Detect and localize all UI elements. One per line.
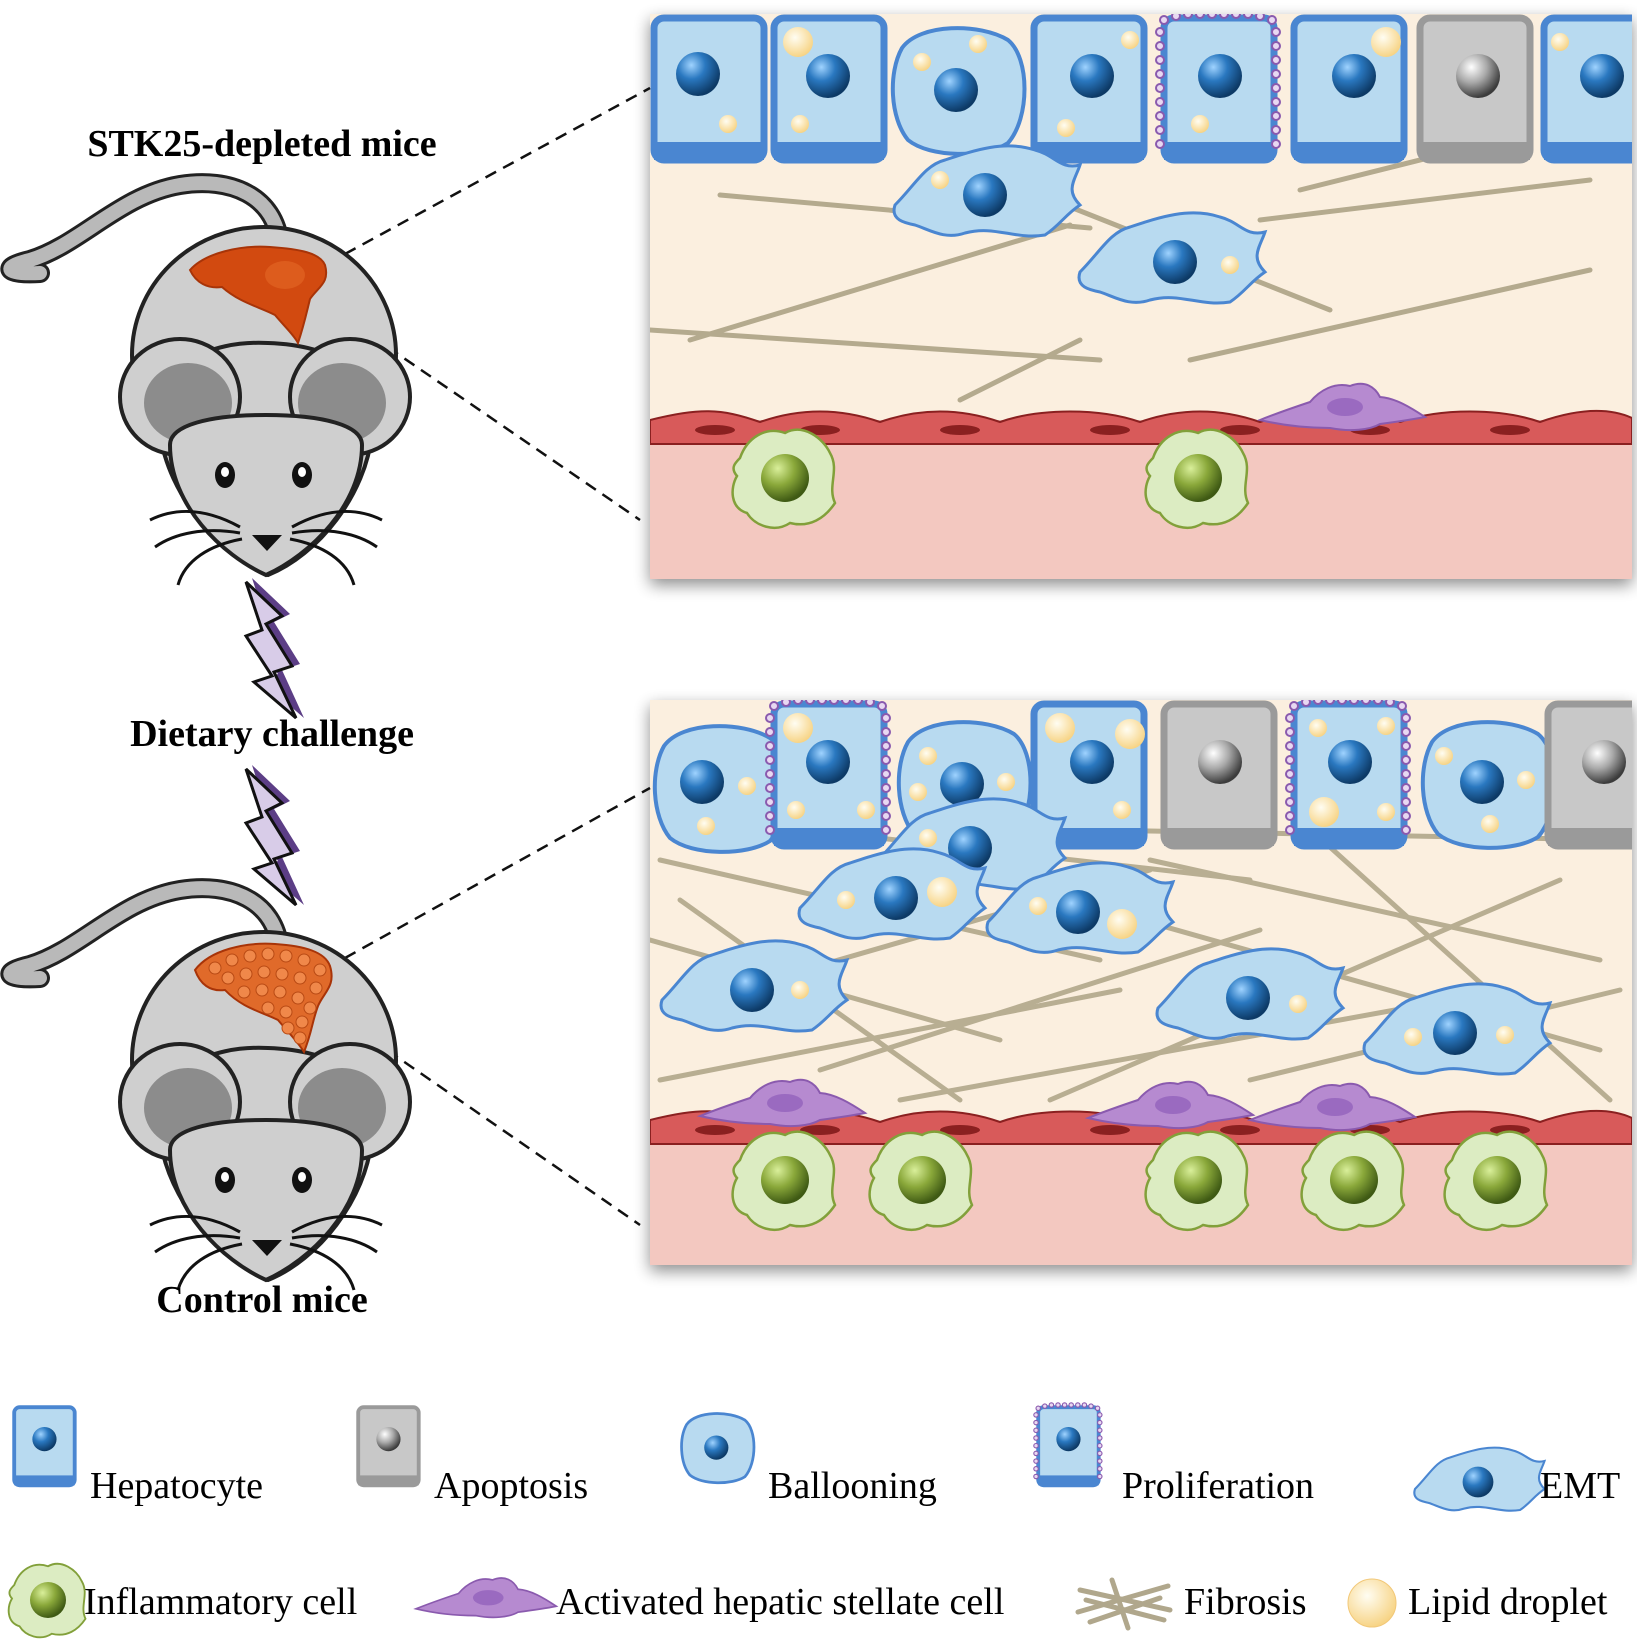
legend-label-hepatocyte: Hepatocyte <box>90 1465 263 1507</box>
control-mouse <box>10 888 410 1290</box>
legend-label-emt: EMT <box>1540 1465 1620 1507</box>
legend-label-ballooning: Ballooning <box>768 1465 937 1507</box>
legend-label-proliferation: Proliferation <box>1122 1465 1314 1507</box>
bolt-icon-upper <box>244 576 306 720</box>
emt-icon <box>1413 1446 1546 1512</box>
proliferation-icon <box>1033 1402 1103 1488</box>
legend-label-stellate-cell: Activated hepatic stellate cell <box>556 1581 1004 1623</box>
legend-label-lipid-droplet: Lipid droplet <box>1408 1581 1608 1623</box>
fibrosis-icon <box>1075 1577 1173 1631</box>
stellate-cell-icon <box>415 1577 558 1619</box>
legend-label-inflammatory-cell: Inflammatory cell <box>84 1581 357 1623</box>
stk25-mouse <box>10 183 410 585</box>
inflammatory-cell-icon <box>7 1562 87 1639</box>
apoptosis-icon <box>356 1405 421 1488</box>
label-stk25-mice: STK25-depleted mice <box>87 123 436 165</box>
legend-label-fibrosis: Fibrosis <box>1184 1581 1306 1623</box>
legend-label-apoptosis: Apoptosis <box>434 1465 588 1507</box>
ballooning-icon <box>680 1412 756 1485</box>
label-control-mice: Control mice <box>156 1279 367 1321</box>
legend: Hepatocyte Apoptosis Ballooning Prolifer… <box>7 1402 1620 1639</box>
label-dietary-challenge: Dietary challenge <box>130 713 414 755</box>
bolt-icon-lower <box>244 763 306 907</box>
hepatocyte-row <box>654 14 1637 160</box>
lipid-droplet-icon <box>1347 1578 1397 1628</box>
hepatocyte-icon <box>12 1405 77 1488</box>
